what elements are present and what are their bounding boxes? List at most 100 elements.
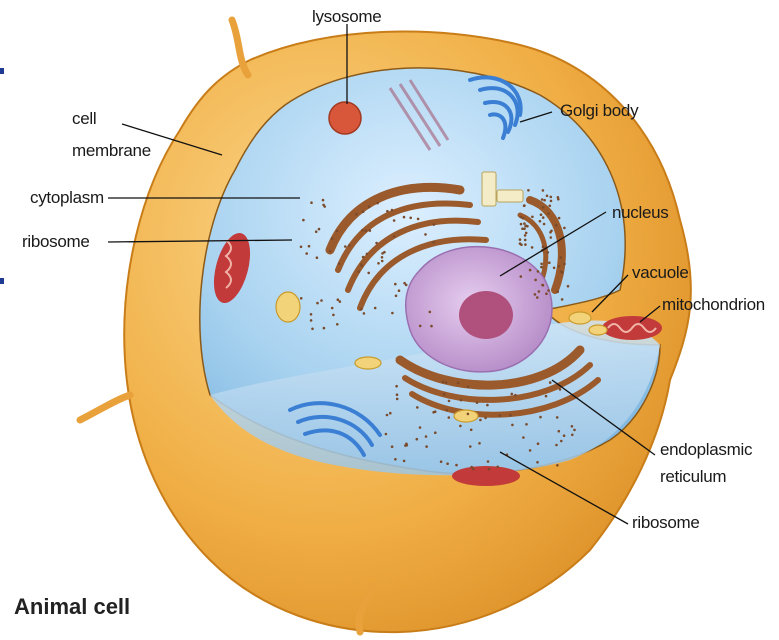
ribosome-speck bbox=[430, 325, 433, 328]
ribosome-speck bbox=[556, 464, 559, 467]
ribosome-speck bbox=[524, 239, 527, 242]
ribosome-speck bbox=[486, 404, 489, 407]
ribosome-speck bbox=[541, 198, 544, 201]
ribosome-speck bbox=[391, 445, 394, 448]
ribosome-speck bbox=[558, 265, 561, 268]
label-mitochondrion: mitochondrion bbox=[662, 295, 765, 314]
ribosome-speck bbox=[539, 416, 542, 419]
ribosome-speck bbox=[323, 327, 326, 330]
ribosome-speck bbox=[487, 460, 490, 463]
ribosome-speck bbox=[488, 468, 491, 471]
ribosome-speck bbox=[403, 460, 406, 463]
label-lysosome: lysosome bbox=[312, 7, 381, 26]
ribosome-speck bbox=[537, 442, 540, 445]
ribosome-speck bbox=[520, 275, 523, 278]
ribosome-speck bbox=[348, 244, 351, 247]
ribosome-speck bbox=[542, 284, 545, 287]
ribosome-speck bbox=[443, 393, 446, 396]
ribosome-speck bbox=[332, 314, 335, 317]
ribosome-speck bbox=[496, 466, 499, 469]
ribosome-speck bbox=[545, 292, 548, 295]
ribosome-speck bbox=[470, 429, 473, 432]
ribosome-speck bbox=[300, 246, 303, 249]
ribosome-speck bbox=[561, 271, 564, 274]
ribosome-speck bbox=[395, 295, 398, 298]
ribosome-speck bbox=[369, 229, 372, 232]
ribosome-speck bbox=[571, 425, 574, 428]
ribosome-speck bbox=[381, 256, 384, 259]
label-ribosome-right: ribosome bbox=[632, 513, 700, 532]
ribosome-speck bbox=[479, 419, 482, 422]
ribosome-speck bbox=[329, 250, 332, 253]
ribosome-speck bbox=[445, 409, 448, 412]
ribosome-speck bbox=[567, 285, 570, 288]
ribosome-speck bbox=[536, 461, 539, 464]
ribosome-speck bbox=[529, 449, 532, 452]
ribosome-speck bbox=[375, 242, 378, 245]
ribosome-speck bbox=[470, 466, 473, 469]
ribosome-speck bbox=[448, 416, 451, 419]
ribosome-speck bbox=[362, 210, 365, 213]
ribosome-speck bbox=[542, 206, 545, 209]
ribosome-speck bbox=[549, 205, 552, 208]
ribosome-speck bbox=[534, 293, 537, 296]
ribosome-speck bbox=[322, 204, 325, 207]
ribosome-speck bbox=[478, 442, 481, 445]
ribosome-speck bbox=[539, 220, 542, 223]
ribosome-speck bbox=[310, 319, 313, 322]
ribosome-speck bbox=[322, 199, 325, 202]
label-ribosome-left: ribosome bbox=[22, 232, 90, 251]
ribosome-speck bbox=[519, 238, 522, 241]
ribosome-speck bbox=[311, 328, 314, 331]
ribosome-speck bbox=[524, 234, 527, 237]
ribosome-speck bbox=[467, 413, 470, 416]
ribosome-speck bbox=[337, 298, 340, 301]
ribosome-speck bbox=[383, 251, 386, 254]
ribosome-speck bbox=[550, 196, 553, 199]
label-er-line2: reticulum bbox=[660, 467, 726, 486]
ribosome-speck bbox=[555, 224, 558, 227]
ribosome-speck bbox=[366, 253, 369, 256]
ribosome-speck bbox=[365, 229, 368, 232]
ribosome-speck bbox=[529, 269, 532, 272]
ribosome-speck bbox=[434, 431, 437, 434]
label-nucleus: nucleus bbox=[612, 203, 669, 222]
ribosome-speck bbox=[547, 289, 550, 292]
ribosome-speck bbox=[302, 219, 305, 222]
label-er-line1: endoplasmic bbox=[660, 440, 753, 459]
ribosome-speck bbox=[538, 290, 541, 293]
membrane-protrusion-left bbox=[80, 395, 130, 420]
ribosome-speck bbox=[511, 393, 514, 396]
ribosome-speck bbox=[362, 256, 365, 259]
nucleolus-shape bbox=[459, 291, 513, 339]
ribosome-speck bbox=[316, 256, 319, 259]
ribosome-speck bbox=[545, 395, 548, 398]
ribosome-speck bbox=[409, 217, 412, 220]
ribosome-speck bbox=[540, 266, 543, 269]
ribosome-speck bbox=[331, 307, 334, 310]
ribosome-speck bbox=[542, 189, 545, 192]
mitochondrion-right-shape bbox=[602, 316, 662, 340]
ribosome-speck bbox=[524, 243, 527, 246]
ribosome-speck bbox=[432, 241, 435, 244]
ribosome-speck bbox=[386, 210, 389, 213]
ribosome-speck bbox=[377, 262, 380, 265]
ribosome-speck bbox=[360, 263, 363, 266]
ribosome-speck bbox=[448, 400, 451, 403]
ribosome-speck bbox=[440, 460, 443, 463]
ribosome-speck bbox=[469, 445, 472, 448]
ribosome-speck bbox=[484, 417, 487, 420]
ribosome-speck bbox=[563, 263, 566, 266]
ribosome-speck bbox=[459, 425, 462, 428]
label-vacuole: vacuole bbox=[632, 263, 689, 282]
ribosome-speck bbox=[523, 205, 526, 208]
ribosome-speck bbox=[558, 217, 561, 220]
ribosome-speck bbox=[455, 464, 458, 467]
ribosome-speck bbox=[398, 289, 401, 292]
ribosome-speck bbox=[357, 270, 360, 273]
ribosome-speck bbox=[339, 300, 342, 303]
ribosome-speck bbox=[300, 297, 303, 300]
ribosome-speck bbox=[344, 245, 347, 248]
ribosome-speck bbox=[546, 195, 549, 198]
ribosome-speck bbox=[417, 218, 420, 221]
